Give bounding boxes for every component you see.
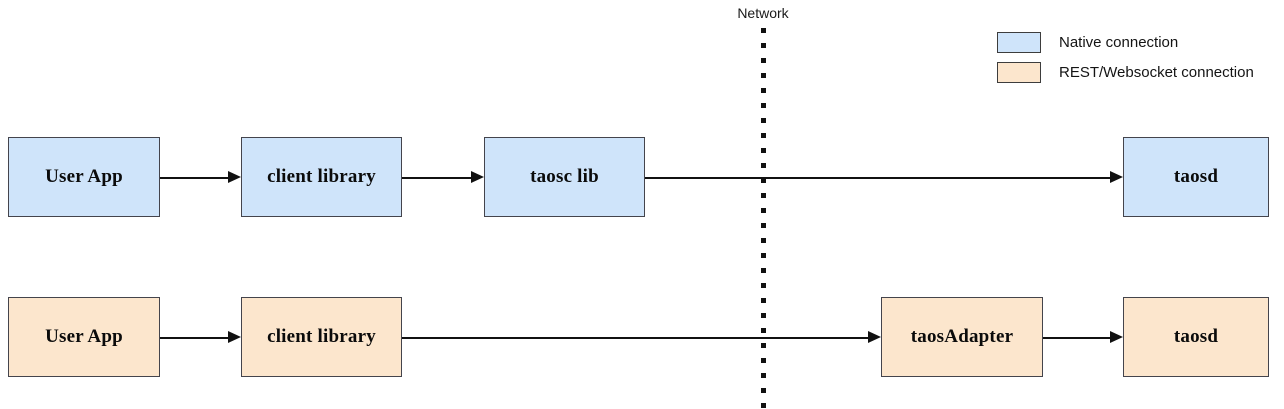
legend-label-rest: REST/Websocket connection — [1059, 63, 1254, 81]
network-divider-dot — [761, 268, 766, 273]
node-taosd-rest[interactable]: taosd — [1123, 297, 1269, 377]
legend-swatch-rest-icon — [997, 61, 1041, 83]
network-divider-dot — [761, 343, 766, 348]
network-divider-dot — [761, 358, 766, 363]
connector-taos-adapter-to-taosd — [1043, 337, 1110, 339]
node-client-library-rest[interactable]: client library — [241, 297, 402, 377]
arrowhead-taosd-native-icon — [1110, 171, 1123, 183]
legend-item-native: Native connection — [997, 31, 1254, 53]
network-divider-dot — [761, 88, 766, 93]
network-divider-dot — [761, 133, 766, 138]
connector-client-library-to-taos-adapter — [402, 337, 868, 339]
node-taosd-native[interactable]: taosd — [1123, 137, 1269, 217]
network-divider-dot — [761, 73, 766, 78]
network-divider-dot — [761, 223, 766, 228]
network-divider-dot — [761, 283, 766, 288]
network-divider-dot — [761, 58, 766, 63]
network-divider-dot — [761, 388, 766, 393]
network-divider-dot — [761, 178, 766, 183]
network-divider-dot — [761, 403, 766, 408]
connector-user-app-to-client-library-rest — [160, 337, 228, 339]
arrowhead-taosc-lib-icon — [471, 171, 484, 183]
legend: Native connection REST/Websocket connect… — [997, 31, 1254, 91]
arrowhead-taosd-rest-icon — [1110, 331, 1123, 343]
network-divider-dot — [761, 148, 766, 153]
network-divider-dot — [761, 193, 766, 198]
arrowhead-client-library-rest-icon — [228, 331, 241, 343]
connector-taosc-lib-to-taosd — [645, 177, 1110, 179]
connector-user-app-to-client-library-native — [160, 177, 228, 179]
node-user-app-rest[interactable]: User App — [8, 297, 160, 377]
network-divider-dot — [761, 253, 766, 258]
network-divider-label: Network — [737, 5, 789, 21]
node-client-library-native[interactable]: client library — [241, 137, 402, 217]
arrowhead-taos-adapter-icon — [868, 331, 881, 343]
legend-swatch-native-icon — [997, 31, 1041, 53]
node-taos-adapter[interactable]: taosAdapter — [881, 297, 1043, 377]
network-divider-dot — [761, 298, 766, 303]
network-divider-dot — [761, 328, 766, 333]
network-divider-dot — [761, 238, 766, 243]
node-taosc-lib[interactable]: taosc lib — [484, 137, 645, 217]
network-divider-dot — [761, 208, 766, 213]
network-divider-dot — [761, 313, 766, 318]
node-user-app-native[interactable]: User App — [8, 137, 160, 217]
network-divider-dot — [761, 163, 766, 168]
network-divider-dot — [761, 43, 766, 48]
network-boundary-dotted-line — [761, 28, 766, 409]
network-divider-dot — [761, 28, 766, 33]
network-divider-dot — [761, 103, 766, 108]
network-divider-dot — [761, 118, 766, 123]
legend-label-native: Native connection — [1059, 33, 1179, 51]
legend-item-rest: REST/Websocket connection — [997, 61, 1254, 83]
arrowhead-client-library-native-icon — [228, 171, 241, 183]
connector-client-library-to-taosc-lib — [402, 177, 471, 179]
network-divider-dot — [761, 373, 766, 378]
